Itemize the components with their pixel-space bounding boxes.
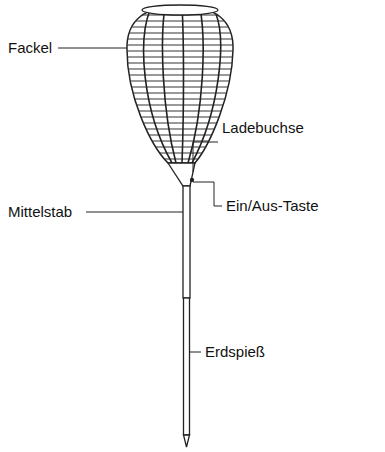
part-label: Ein/Aus-Taste bbox=[226, 197, 319, 215]
part-label: Fackel bbox=[8, 39, 52, 57]
part-label: Mittelstab bbox=[8, 203, 72, 221]
part-label: Ladebuchse bbox=[222, 119, 304, 137]
part-label: Erdspieß bbox=[205, 343, 265, 361]
leader-lines bbox=[58, 48, 222, 352]
torch-cage bbox=[120, 5, 240, 164]
torch-stick bbox=[168, 163, 195, 447]
